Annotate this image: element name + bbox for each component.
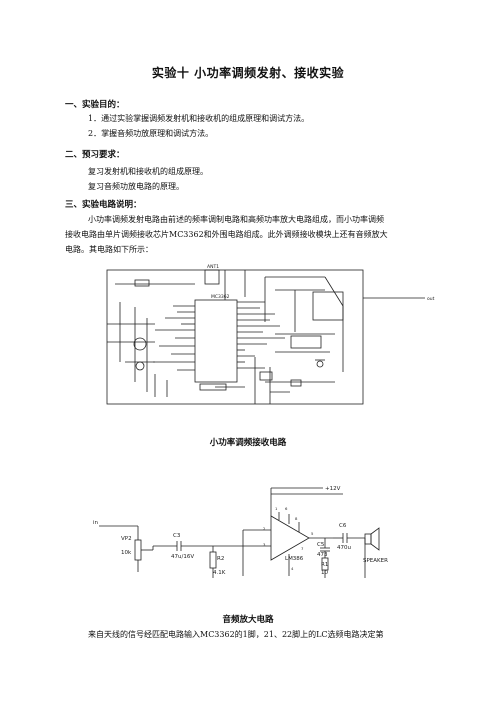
- speaker-label: SPEAKER: [363, 558, 388, 564]
- pin-label: 6: [285, 506, 288, 511]
- c3-value: 47u/16V: [171, 554, 194, 560]
- antenna-label: ANT1: [207, 264, 219, 270]
- section-heading-objectives: 一、实验目的：: [65, 100, 125, 110]
- pin-label: 7: [301, 546, 304, 551]
- section-heading-circuit: 三、实验电路说明：: [65, 200, 142, 210]
- c3-label: C3: [173, 533, 181, 539]
- figure-caption-receiver: 小功率调频接收电路: [209, 438, 287, 448]
- paragraph-line: 接收电路由单片调频接收芯片MC3362和外围电路组成。此外调频接收模块上还有音频…: [65, 230, 388, 239]
- section-heading-preview: 二、预习要求：: [65, 150, 125, 160]
- objective-item: 1．通过实验掌握调频发射机和接收机的组成原理和调试方法。: [88, 114, 310, 123]
- figure-caption-amplifier: 音频放大电路: [222, 615, 274, 625]
- c5-value: 473: [317, 552, 328, 558]
- chip-body: [194, 299, 238, 383]
- vr-label: VP2: [121, 536, 132, 542]
- vcc-label: +12V: [325, 486, 341, 492]
- chip-label: MC3362: [211, 294, 230, 300]
- input-label: in: [93, 520, 99, 526]
- paragraph-line: 小功率调频发射电路由前述的频率调制电路和高频功率放大电路组成，而小功率调频: [88, 215, 384, 224]
- body-text-line: 来自天线的信号经匹配电路输入MC3362的1脚，21、22脚上的LC选频电路决定…: [88, 630, 384, 639]
- objective-item: 2．掌握音频功放原理和调试方法。: [88, 129, 214, 138]
- c5-label: C5: [317, 542, 325, 548]
- fm-receiver-schematic: MC3362 ANT1 out: [106, 264, 435, 405]
- pin-label: 1: [275, 506, 278, 511]
- pin-label: 4: [291, 566, 294, 571]
- output-label: out: [427, 296, 435, 302]
- audio-amplifier-schematic: +12V in VP2 10k C3 47u/16V R2 4.1K LM386…: [93, 486, 388, 578]
- r2-label: R2: [217, 556, 224, 562]
- vr-value: 10k: [121, 550, 132, 556]
- r1-value: 10: [321, 570, 328, 576]
- c6-label: C6: [339, 523, 347, 529]
- pin-label: 3: [263, 542, 266, 547]
- pin-label: 8: [295, 516, 298, 521]
- page-title: 实验十 小功率调频发射、接收实验: [151, 66, 345, 80]
- preview-item: 复习发射机和接收机的组成原理。: [88, 167, 208, 176]
- preview-item: 复习音频功放电路的原理。: [88, 182, 184, 191]
- c6-value: 470u: [337, 545, 351, 551]
- r1-label: R1: [321, 562, 328, 568]
- pin-label: 2: [263, 526, 266, 531]
- paragraph-line: 电路。其电路如下所示：: [65, 245, 153, 254]
- pin-label: 5: [311, 531, 314, 536]
- r2-value: 4.1K: [213, 570, 226, 576]
- amp-chip-label: LM386: [285, 556, 304, 562]
